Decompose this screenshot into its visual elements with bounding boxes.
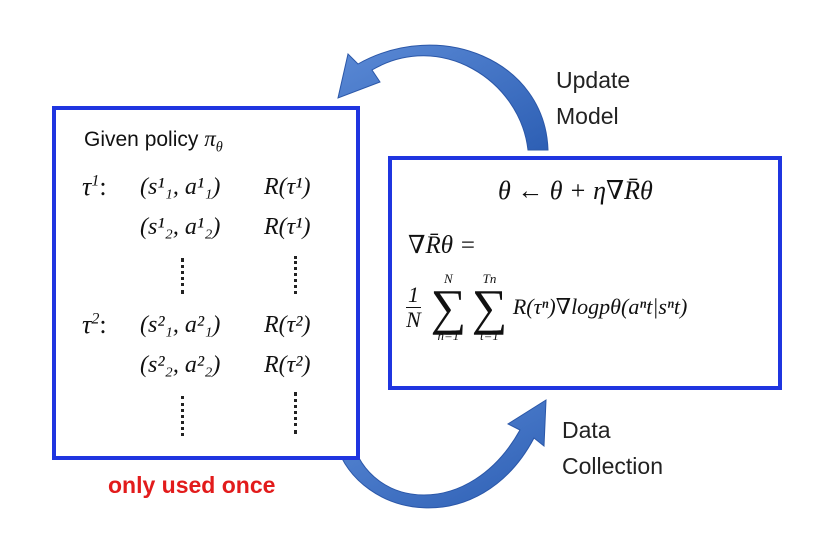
gradient-lhs: ∇R̄θ = — [408, 232, 477, 259]
ellipsis-col2-lower — [294, 392, 297, 434]
sum1-top: N — [443, 271, 453, 286]
data-collection-arrow — [335, 399, 547, 509]
ellipsis-col2-upper — [294, 256, 297, 294]
update-rule-box — [388, 156, 782, 390]
summand: R(τⁿ)∇logpθ(aⁿt|sⁿt) — [512, 294, 688, 319]
tau1-label: τ1: — [82, 172, 107, 202]
given-policy-text: Given policy — [84, 128, 199, 151]
sum-over-n: N ∑ n=1 — [431, 272, 467, 342]
sum2-bottom: t=1 — [480, 328, 499, 343]
row3-reward: R(τ²) — [264, 312, 311, 338]
sum1-symbol: ∑ — [430, 279, 467, 335]
data-collection-line1: Data — [562, 417, 611, 443]
tau2-symbol: τ — [82, 310, 92, 339]
sum2-symbol: ∑ — [471, 279, 508, 335]
policy-subscript: θ — [215, 139, 223, 156]
data-collection-line2: Collection — [562, 453, 663, 479]
row3-pair: (s²₁, a²₁) — [140, 312, 221, 338]
tau2-label: τ2: — [82, 310, 107, 340]
sum2-top: Tn — [482, 271, 497, 286]
update-model-line2: Model — [556, 103, 619, 129]
update-rule: θ ← θ + η∇R̄θ — [498, 176, 653, 205]
data-collection-label: Data Collection — [562, 412, 663, 484]
row2-pair: (s¹₂, a¹₂) — [140, 214, 221, 240]
sum1-bottom: n=1 — [437, 328, 460, 343]
policy-symbol: π — [204, 126, 216, 151]
tau1-colon: : — [99, 172, 107, 201]
update-model-arrow — [337, 44, 549, 151]
tau1-symbol: τ — [82, 172, 92, 201]
trajectories-box — [52, 106, 360, 460]
ellipsis-col1-lower — [181, 396, 184, 436]
given-policy-label: Given policy πθ — [84, 126, 223, 155]
frac-numerator: 1 — [406, 281, 421, 308]
tau2-colon: : — [99, 310, 107, 339]
tau1-sup: 1 — [91, 172, 100, 190]
tau2-sup: 2 — [91, 310, 100, 328]
fraction-1-over-n: 1 N — [406, 281, 421, 332]
row4-reward: R(τ²) — [264, 352, 311, 378]
sum-over-t: Tn ∑ t=1 — [472, 272, 508, 342]
ellipsis-col1-upper — [181, 258, 184, 294]
row2-reward: R(τ¹) — [264, 214, 311, 240]
only-used-once-note: only used once — [108, 472, 276, 498]
update-model-line1: Update — [556, 67, 631, 93]
update-model-label: Update Model — [556, 62, 630, 134]
row4-pair: (s²₂, a²₂) — [140, 352, 221, 378]
frac-denominator: N — [406, 306, 421, 332]
row1-pair: (s¹₁, a¹₁) — [140, 174, 221, 200]
row1-reward: R(τ¹) — [264, 174, 311, 200]
gradient-formula: 1 N N ∑ n=1 Tn ∑ t=1 R(τⁿ)∇logpθ(aⁿt|sⁿt… — [406, 272, 687, 342]
